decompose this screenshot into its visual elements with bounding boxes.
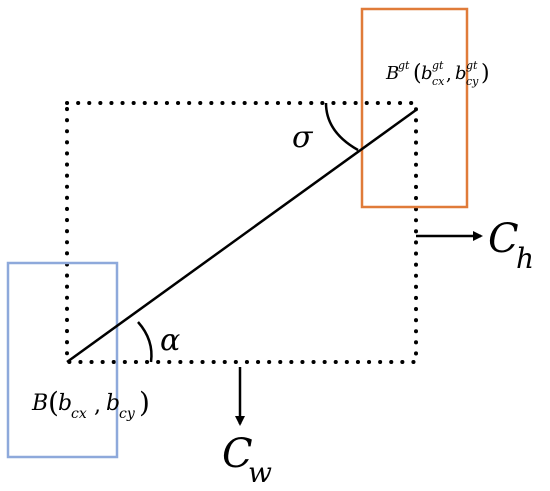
- gt-label-open-paren: (: [413, 61, 422, 86]
- gt-label-close-paren: ): [481, 61, 490, 86]
- gt-label-b2: b: [455, 63, 467, 84]
- pred-label-B: B: [31, 391, 48, 416]
- gt-label-B: B: [385, 63, 399, 84]
- gt-label-b1-sup: gt: [432, 59, 444, 72]
- gt-label-b1-sub: cx: [432, 75, 445, 88]
- pred-label-b2: b: [106, 391, 120, 416]
- ch-label-C: C: [488, 216, 519, 262]
- cw-label-C: C: [222, 431, 253, 477]
- cw-label-sub: w: [248, 456, 272, 489]
- pred-label-b1-sub: cx: [71, 406, 87, 422]
- ground-truth-center-label: B gt ( b gt cx , b gt cy ): [385, 59, 490, 88]
- gt-label-b2-sup: gt: [466, 59, 478, 72]
- ch-label-sub: h: [516, 242, 534, 275]
- sigma-angle-arc: [324, 102, 359, 152]
- cw-label: C w: [222, 431, 272, 489]
- enclosing-box: [65, 101, 418, 364]
- pred-label-open-paren: (: [48, 386, 59, 419]
- gt-label-b1: b: [421, 63, 433, 84]
- gt-label-comma: ,: [446, 64, 452, 85]
- predicted-box: [6, 261, 119, 459]
- alpha-label: α: [160, 323, 180, 358]
- gt-label-b2-sub: cy: [466, 75, 479, 88]
- ground-truth-box: [360, 7, 469, 209]
- pred-label-b1: b: [58, 391, 72, 416]
- pred-label-comma: ,: [94, 393, 101, 418]
- ch-label: C h: [488, 216, 534, 275]
- pred-label-b2-sub: cy: [119, 406, 136, 422]
- sigma-label: σ: [292, 120, 314, 155]
- gt-label-B-sup: gt: [398, 59, 410, 72]
- predicted-center-label: B ( b cx , b cy ): [31, 386, 150, 422]
- center-connection-line: [66, 108, 417, 364]
- pred-label-close-paren: ): [139, 386, 150, 419]
- alpha-angle-arc: [137, 321, 153, 363]
